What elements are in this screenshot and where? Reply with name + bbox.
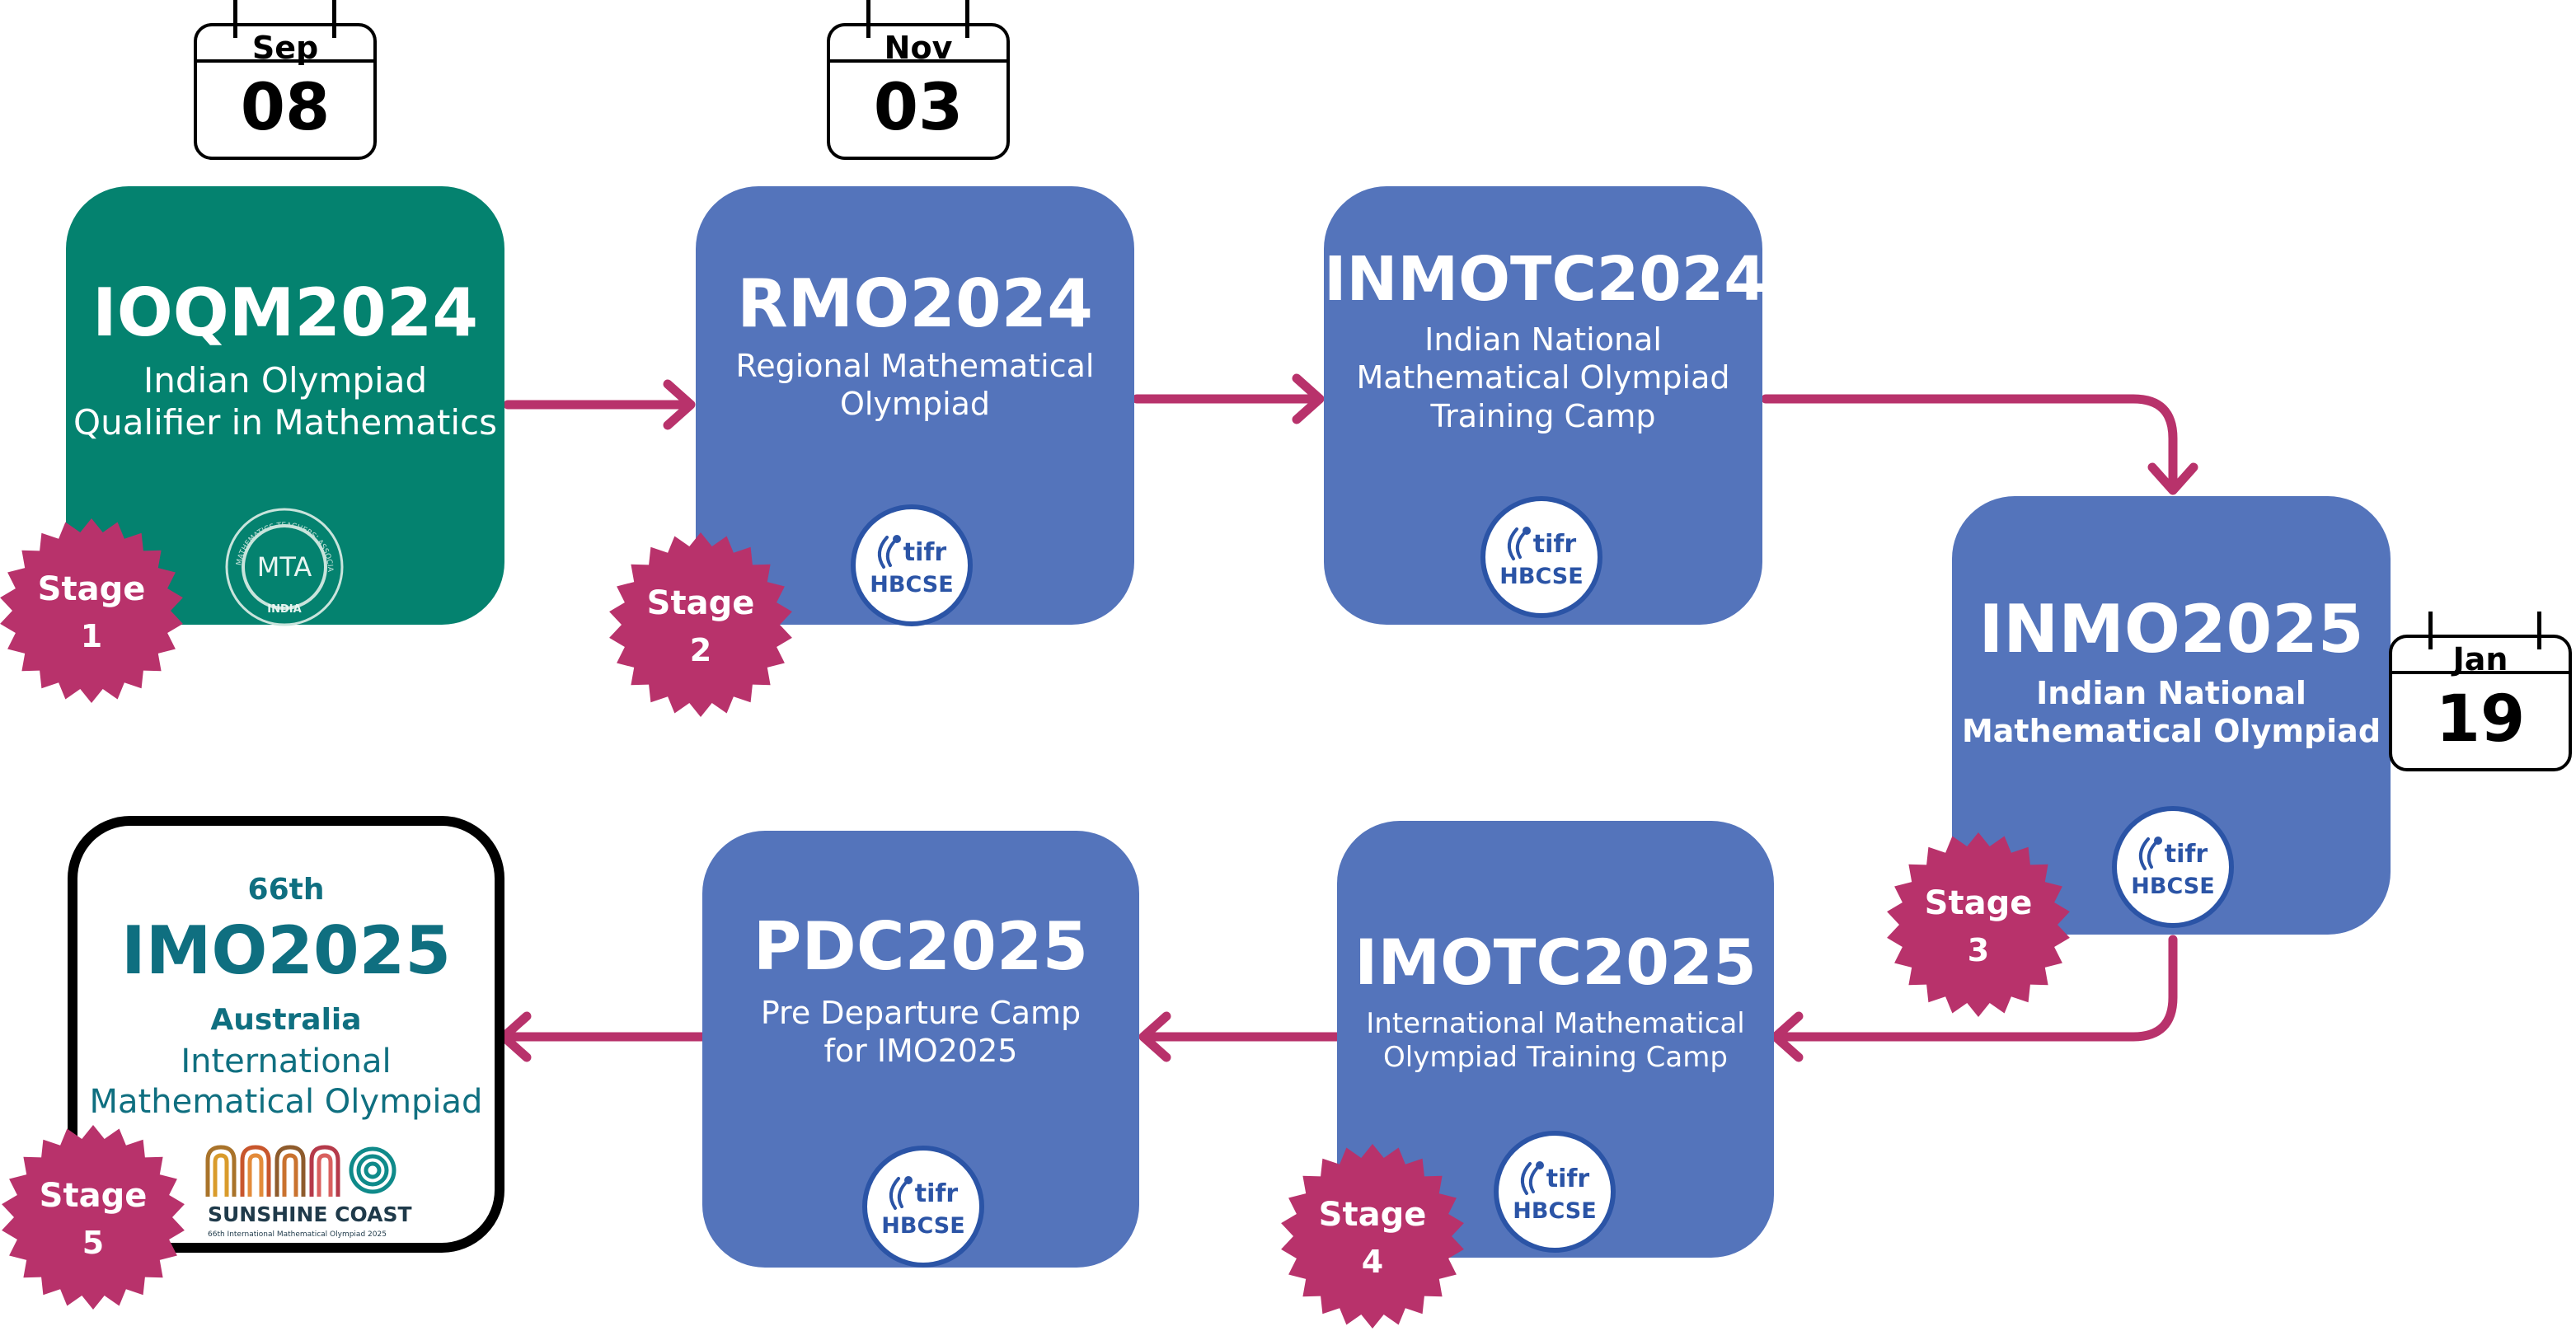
card-subtitle: Regional Mathematical Olympiad: [696, 347, 1134, 424]
card-title: INMOTC2024: [1324, 244, 1767, 315]
subtitle-line: Indian Olympiad: [143, 360, 428, 401]
card-title: RMO2024: [737, 265, 1093, 342]
svg-text:tifr: tifr: [903, 538, 947, 567]
arrow-inmo-to-imotc: [1773, 935, 2178, 1042]
card-subtitle: International Mathematical Olympiad Trai…: [1337, 1007, 1774, 1076]
imo-card: 66th IMO2025 Australia International Mat…: [68, 816, 504, 1253]
calendar-month: Jan: [2452, 641, 2508, 677]
svg-text:HBCSE: HBCSE: [870, 572, 953, 598]
calendar-month: Nov: [884, 30, 953, 66]
subtitle-line: Olympiad Training Camp: [1383, 1041, 1728, 1075]
calendar-day: 03: [873, 71, 964, 145]
starburst-badge: [1887, 832, 2070, 1017]
stage-number: 5: [82, 1225, 105, 1261]
svg-text:tifr: tifr: [2165, 840, 2208, 869]
card-title: INMO2025: [1978, 591, 2364, 668]
subtitle-line: Qualifier in Mathematics: [73, 402, 497, 443]
card-subtitle: Pre Departure Camp for IMO2025: [702, 994, 1139, 1071]
stage-label: Stage: [37, 570, 146, 608]
svg-text:INDIA: INDIA: [267, 603, 301, 616]
subtitle-line: Indian National: [1424, 321, 1662, 358]
stage-label: Stage: [1318, 1196, 1427, 1234]
svg-text:MTA: MTA: [257, 551, 312, 583]
rmo-card: RMO2024 Regional Mathematical Olympiad t…: [696, 186, 1134, 626]
stage-label: Stage: [1924, 884, 2033, 922]
svg-text:HBCSE: HBCSE: [2131, 874, 2214, 899]
calendar-day: 08: [240, 71, 331, 145]
subtitle-line: Training Camp: [1430, 397, 1656, 434]
stage-badge-5: Stage 5: [0, 1122, 188, 1312]
calendar-icon-nov: Nov 03: [827, 0, 1010, 160]
subtitle-line: Pre Departure Camp: [760, 995, 1082, 1031]
arrow-inmotc-to-inmo-head: [2147, 462, 2198, 495]
pdc-card: PDC2025 Pre Departure Camp for IMO2025 t…: [702, 831, 1139, 1268]
card-subtitle: Indian National Mathematical Olympiad: [1952, 674, 2391, 751]
card-title: IOQM2024: [91, 274, 479, 351]
subtitle-line: for IMO2025: [823, 1033, 1018, 1070]
svg-text:HBCSE: HBCSE: [1499, 564, 1583, 589]
stage-number: 4: [1361, 1244, 1384, 1280]
calendar-month: Sep: [251, 30, 319, 66]
imo-country: Australia: [210, 1003, 362, 1037]
svg-text:tifr: tifr: [1533, 530, 1577, 559]
stage-label: Stage: [39, 1177, 148, 1215]
arrow-ioqm-to-rmo-head: [663, 379, 696, 430]
starburst-badge: [1281, 1144, 1464, 1329]
subtitle-line: International: [181, 1043, 392, 1080]
card-title: PDC2025: [753, 908, 1089, 985]
inmotc-card: INMOTC2024 Indian National Mathematical …: [1324, 186, 1767, 625]
subtitle-line: Mathematical Olympiad: [1961, 713, 2381, 750]
starburst-badge: [609, 532, 792, 717]
svg-text:SUNSHINE COAST: SUNSHINE COAST: [208, 1202, 412, 1226]
arrow-inmo-to-imotc-head: [1771, 1011, 1804, 1062]
calendar-day: 19: [2435, 682, 2526, 757]
svg-text:66th International Mathematica: 66th International Mathematical Olympiad…: [208, 1230, 387, 1239]
stage-number: 2: [689, 632, 712, 668]
svg-text:tifr: tifr: [1546, 1165, 1590, 1193]
arrow-imotc-to-pdc-head: [1138, 1011, 1171, 1062]
svg-text:tifr: tifr: [915, 1179, 959, 1208]
card-subtitle: Indian Olympiad Qualifier in Mathematics: [66, 359, 504, 443]
svg-text:HBCSE: HBCSE: [1513, 1198, 1596, 1224]
stage-badge-3: Stage 3: [1884, 830, 2073, 1019]
starburst-badge: [2, 1125, 185, 1310]
stage-number: 1: [80, 618, 103, 654]
arrow-inmotc-to-inmo: [1761, 394, 2178, 493]
stage-label: Stage: [646, 584, 755, 622]
card-subtitle: International Mathematical Olympiad: [77, 1042, 495, 1122]
sunshine-coast-logo: SUNSHINE COAST 66th International Mathem…: [205, 1145, 412, 1239]
subtitle-line: Olympiad: [839, 386, 991, 423]
card-subtitle: Indian National Mathematical Olympiad Tr…: [1324, 321, 1762, 435]
card-title: IMO2025: [120, 912, 452, 989]
subtitle-line: International Mathematical: [1366, 1007, 1745, 1040]
stage-badge-2: Stage 2: [606, 530, 795, 719]
stage-badge-1: Stage 1: [0, 516, 186, 705]
subtitle-line: Regional Mathematical: [735, 348, 1095, 384]
svg-text:HBCSE: HBCSE: [881, 1213, 964, 1239]
stage-number: 3: [1967, 932, 1990, 968]
mta-india-logo: MATHEMATICS TEACHERS' ASSOCIATION MTA IN…: [223, 505, 344, 626]
subtitle-line: Indian National: [2036, 675, 2306, 711]
stage-badge-4: Stage 4: [1278, 1141, 1467, 1331]
calendar-icon-jan: Jan 19: [2389, 612, 2572, 771]
starburst-badge: [0, 518, 183, 703]
subtitle-line: Mathematical Olympiad: [1356, 359, 1730, 396]
calendar-icon-sep: Sep 08: [194, 0, 377, 160]
card-title: IMOTC2025: [1354, 926, 1757, 999]
imo-edition: 66th: [247, 873, 325, 907]
subtitle-line: Mathematical Olympiad: [89, 1082, 483, 1121]
arrow-rmo-to-inmotc-head: [1292, 373, 1325, 424]
